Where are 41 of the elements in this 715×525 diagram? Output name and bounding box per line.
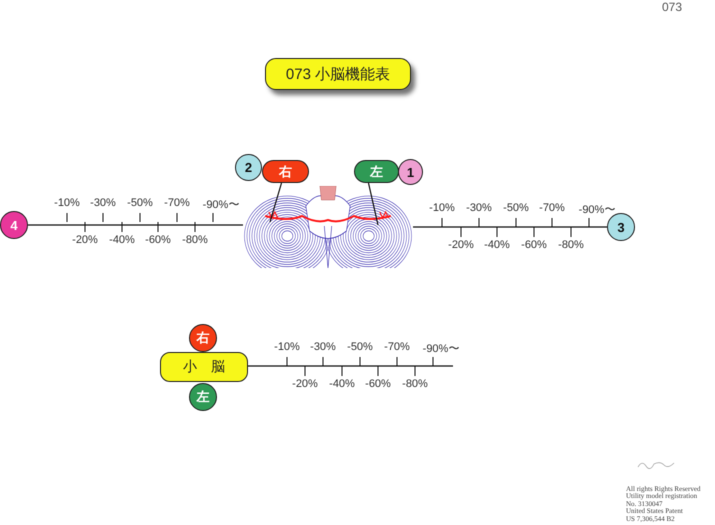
percent-label: -30% — [466, 202, 492, 214]
connector-line — [413, 226, 607, 228]
percent-label: -40% — [329, 378, 355, 390]
percent-label: -20% — [292, 378, 318, 390]
circle-label: 右 — [189, 324, 217, 352]
percent-label: -60% — [521, 239, 547, 251]
pill-label: 小 脳 — [160, 352, 248, 382]
percent-label: -80% — [182, 234, 208, 246]
percent-label: -60% — [145, 234, 171, 246]
page-number: 073 — [662, 0, 682, 14]
percent-label: -70% — [164, 197, 190, 209]
percent-label: -60% — [365, 378, 391, 390]
circle-label: 左 — [189, 383, 217, 411]
percent-label: -80% — [402, 378, 428, 390]
circle-label: 2 — [235, 154, 262, 181]
circle-label: 4 — [0, 211, 28, 239]
connector-line — [28, 224, 243, 226]
pill-label: 右 — [262, 160, 309, 183]
percent-label: -30% — [310, 341, 336, 353]
percent-label: -70% — [539, 202, 565, 214]
percent-label: -50% — [503, 202, 529, 214]
percent-label: -50% — [347, 341, 373, 353]
percent-label: -10% — [274, 341, 300, 353]
percent-label: -90%〜 — [422, 342, 460, 356]
percent-label: -90%〜 — [202, 198, 240, 212]
percent-label: -80% — [558, 239, 584, 251]
percent-label: -40% — [484, 239, 510, 251]
percent-label: -50% — [127, 197, 153, 209]
percent-label: -40% — [109, 234, 135, 246]
percent-label: -70% — [384, 341, 410, 353]
pill-label: 左 — [354, 160, 399, 183]
percent-label: -30% — [90, 197, 116, 209]
leader-line — [368, 182, 379, 226]
circle-label: 3 — [607, 213, 635, 241]
percent-label: -20% — [72, 234, 98, 246]
percent-label: -20% — [448, 239, 474, 251]
percent-label: -10% — [54, 197, 80, 209]
circle-label: 1 — [398, 159, 423, 185]
percent-label: -10% — [429, 202, 455, 214]
title-banner: 073 小脳機能表 — [265, 58, 411, 90]
leader-line — [269, 182, 282, 222]
